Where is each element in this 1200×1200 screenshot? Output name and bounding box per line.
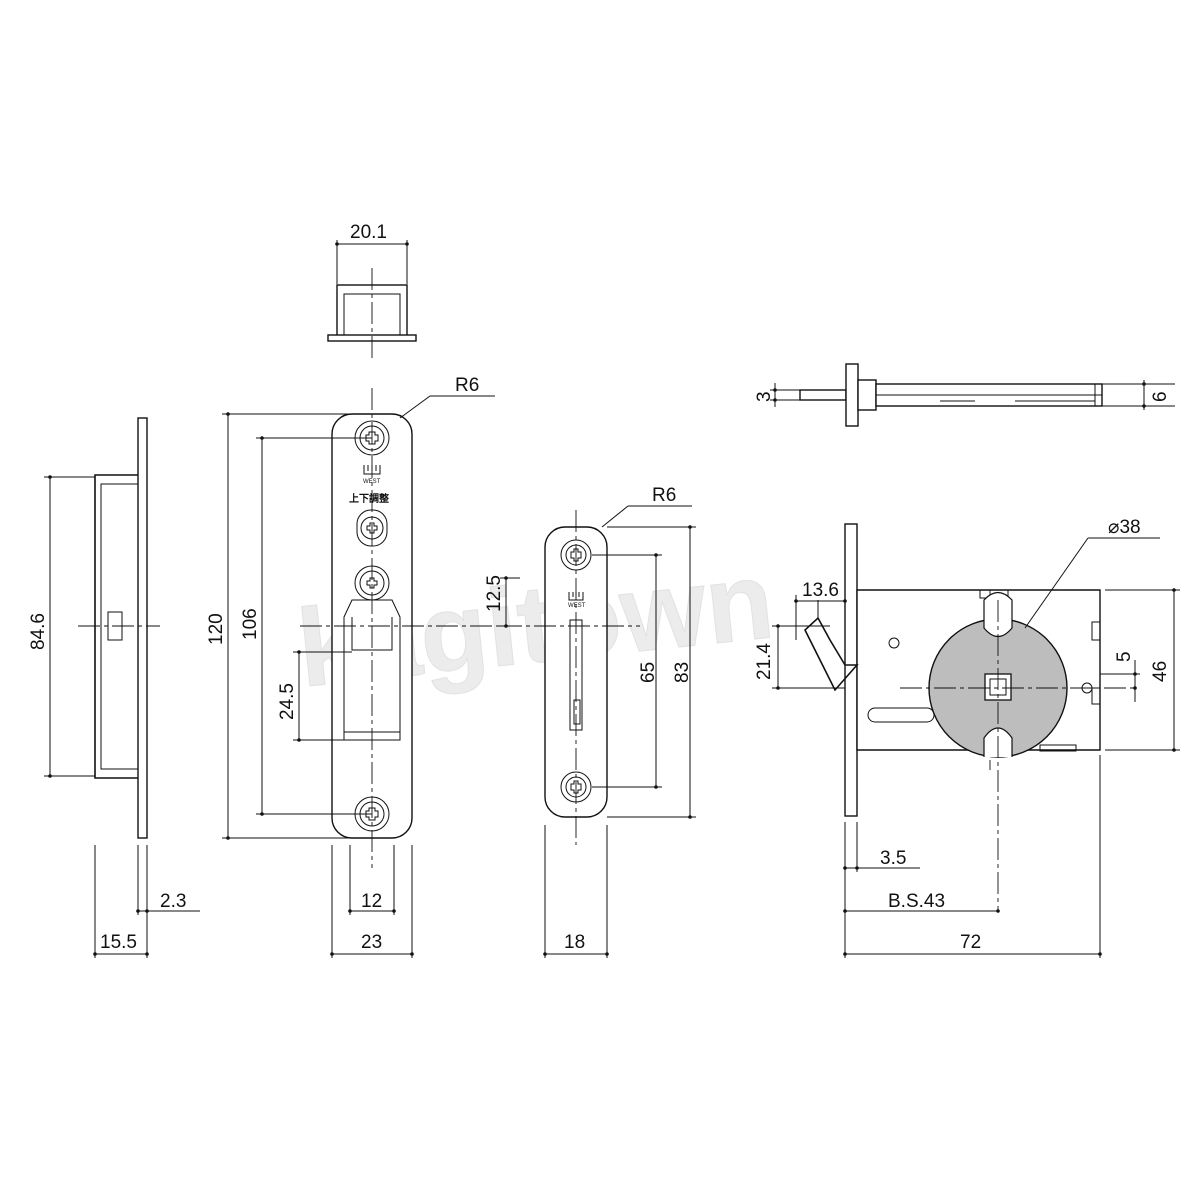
dim-12: 12 [361,891,382,912]
screw-icon [560,771,592,803]
adjust-screw-icon [360,516,384,540]
dim-3: 3 [754,391,775,402]
dim-20-1: 20.1 [350,222,387,243]
dim-65: 65 [638,662,659,683]
dim-120: 120 [206,613,227,645]
dim-106: 106 [240,608,261,640]
dim-18: 18 [564,932,585,953]
dim-46: 46 [1150,661,1171,682]
dim-21-4: 21.4 [754,643,775,680]
dim-2-3: 2.3 [160,891,186,912]
dim-6: 6 [1150,391,1171,402]
dim-3-5: 3.5 [880,848,906,869]
dim-15-5: 15.5 [100,932,137,953]
lock-body-view: ⌀38 13.6 21.4 5 46 3.5 B.S.43 [754,517,1180,958]
dim-backset-43: B.S.43 [888,891,945,912]
dim-12-5: 12.5 [484,575,505,612]
dim-24-5: 24.5 [277,683,298,720]
dim-r6-plate: R6 [455,375,479,396]
screw-icon [560,539,592,571]
brand-text: WEST [363,479,381,485]
strike-plate-view: WEST R6 12.5 65 83 18 [484,485,696,958]
dim-83: 83 [672,662,693,683]
spindle-view: 3 6 [754,363,1175,427]
side-view: 84.6 2.3 15.5 [28,417,200,958]
brand-text-strike: WEST [568,603,586,609]
adjust-text: 上下調整 [349,492,389,505]
dim-dia-38: ⌀38 [1108,517,1141,538]
dim-13-6: 13.6 [802,580,839,601]
dim-84-6: 84.6 [28,613,49,650]
west-logo-icon: WEST [363,465,381,485]
face-plate-view: WEST 上下調整 R6 120 106 [206,375,500,958]
dim-23: 23 [361,932,382,953]
west-logo-icon: WEST [568,592,586,609]
cap-view: 20.1 [327,222,417,360]
dim-5: 5 [1114,651,1135,662]
dim-r6-strike: R6 [652,485,676,506]
dim-72: 72 [960,932,981,953]
